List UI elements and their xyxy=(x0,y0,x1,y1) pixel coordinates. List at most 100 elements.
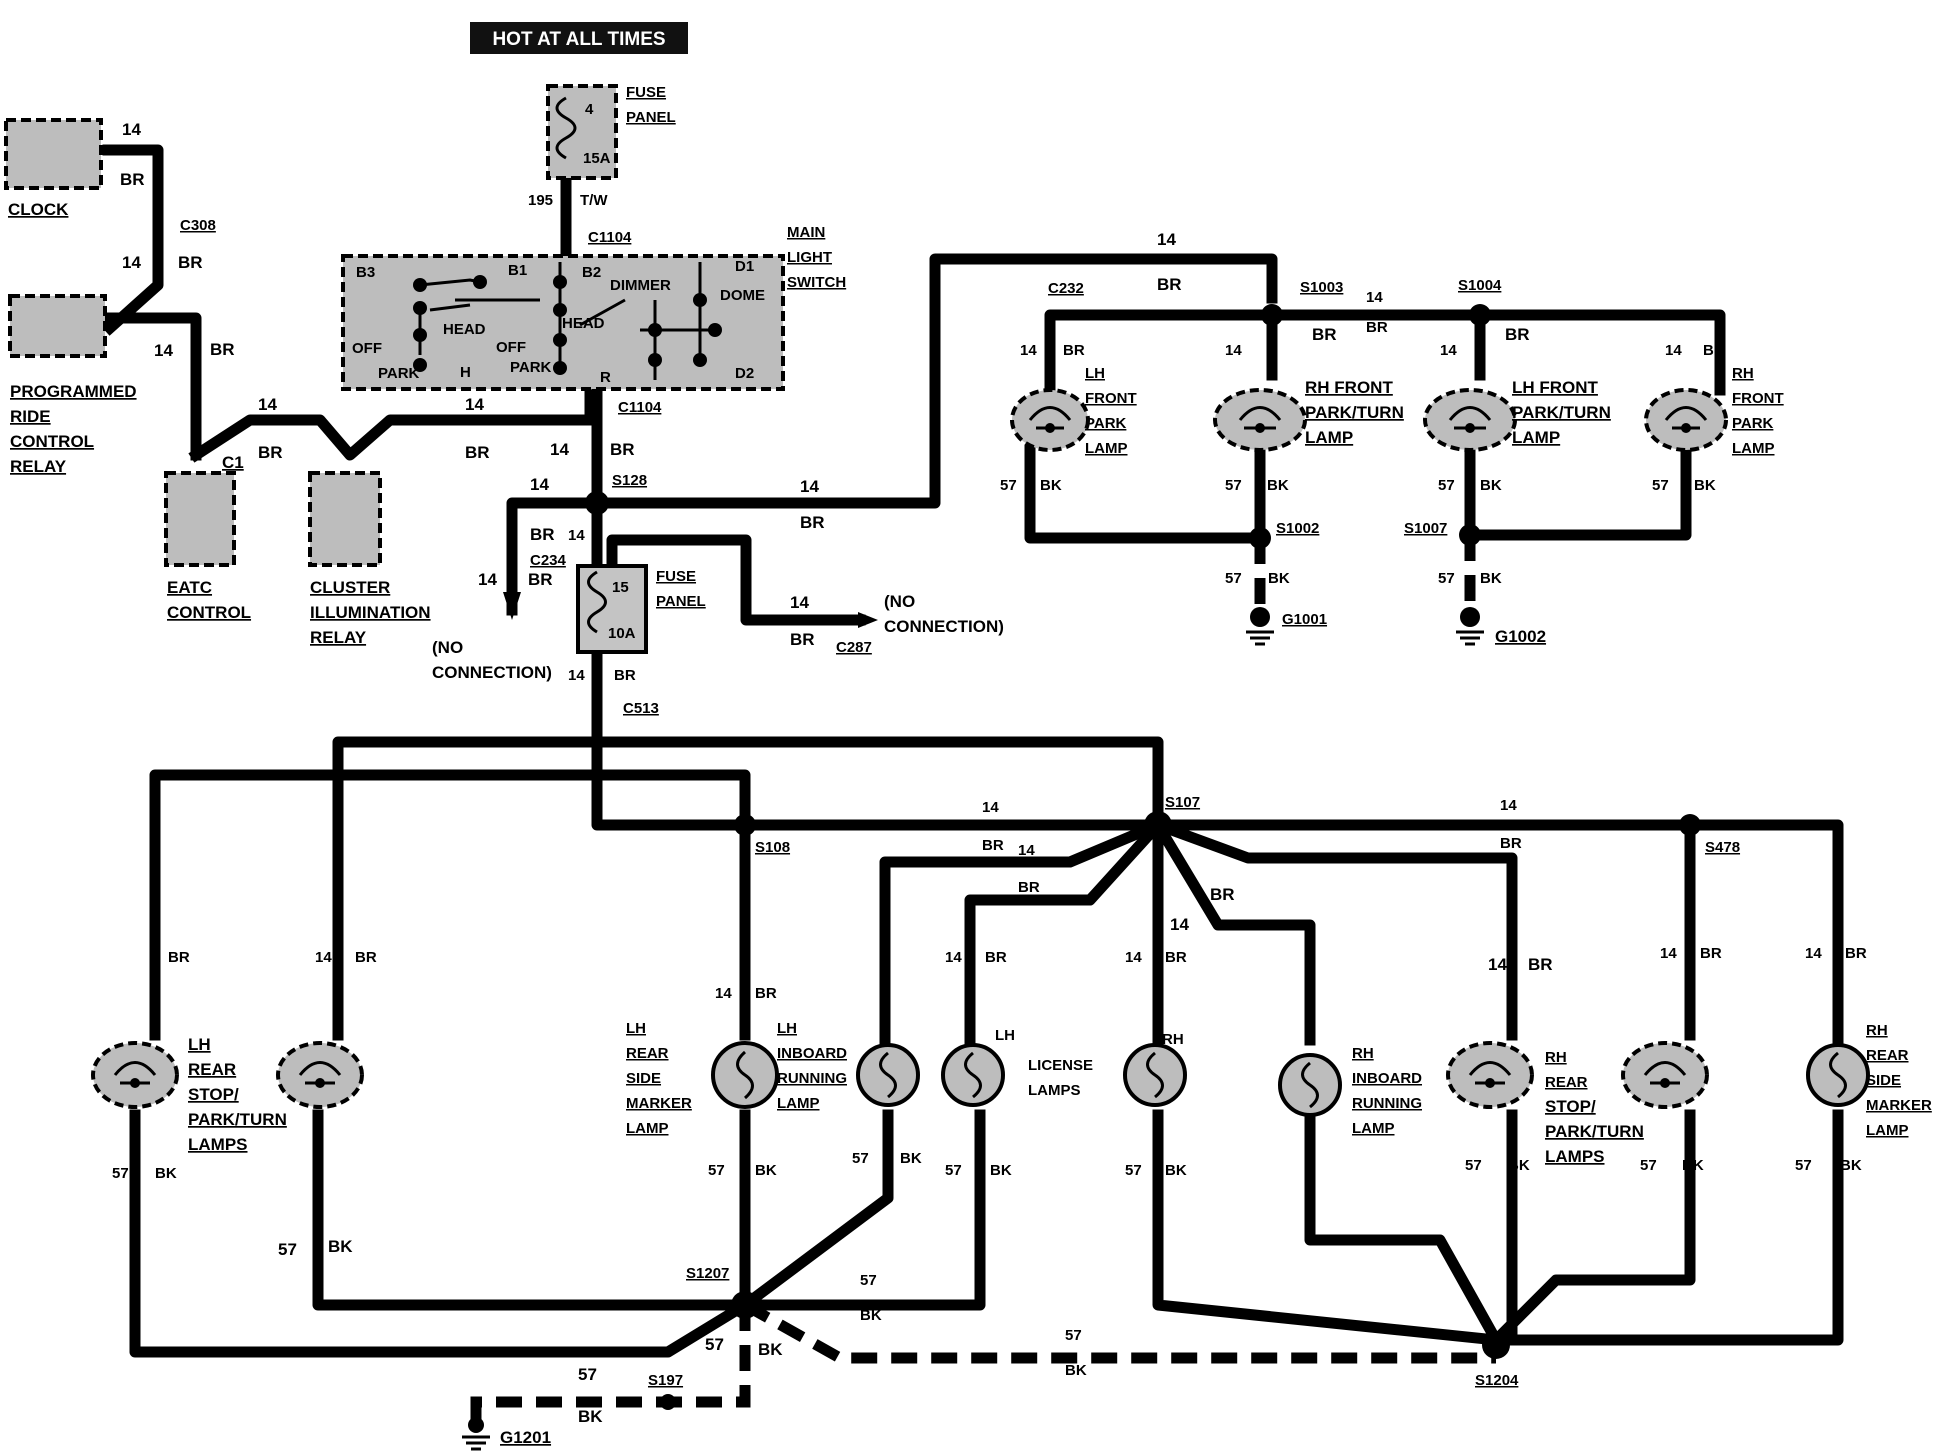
svg-text:CONTROL: CONTROL xyxy=(10,432,94,451)
svg-text:57: 57 xyxy=(1640,1157,1657,1174)
lh-inboard-running-lamp: LH INBOARD RUNNING LAMP xyxy=(777,1020,920,1112)
rh-rear-stop-lamp-outer xyxy=(1621,1041,1709,1109)
svg-text:14: 14 xyxy=(1500,797,1517,814)
svg-text:BR: BR xyxy=(1018,879,1040,896)
svg-text:REAR: REAR xyxy=(1545,1074,1588,1091)
svg-text:BK: BK xyxy=(1508,1157,1530,1174)
svg-text:S1207: S1207 xyxy=(686,1265,729,1282)
svg-text:BK: BK xyxy=(578,1407,603,1426)
svg-text:14: 14 xyxy=(1440,342,1457,359)
svg-text:RH: RH xyxy=(1866,1022,1888,1039)
svg-text:PARK: PARK xyxy=(1085,415,1127,432)
wires-top xyxy=(102,144,1278,711)
svg-text:57: 57 xyxy=(1065,1327,1082,1344)
rh-front-park-turn-lamp: RH FRONT PARK/TURN LAMP xyxy=(1213,378,1404,452)
svg-text:14: 14 xyxy=(982,799,999,816)
svg-text:BR: BR xyxy=(985,949,1007,966)
svg-text:14: 14 xyxy=(1170,915,1189,934)
svg-text:BK: BK xyxy=(1165,1162,1187,1179)
svg-text:HEAD: HEAD xyxy=(443,321,486,338)
svg-text:RUNNING: RUNNING xyxy=(1352,1095,1422,1112)
svg-text:MAIN: MAIN xyxy=(787,224,825,241)
cluster-illumination-relay-box: CLUSTER ILLUMINATION RELAY xyxy=(308,471,431,647)
svg-text:14: 14 xyxy=(530,475,549,494)
svg-text:LAMP: LAMP xyxy=(1352,1120,1395,1137)
prc-relay-box: PROGRAMMED RIDE CONTROL RELAY xyxy=(8,294,137,476)
svg-text:57: 57 xyxy=(1652,477,1669,494)
splice-s1207 xyxy=(731,1291,759,1319)
svg-text:14: 14 xyxy=(154,341,173,360)
svg-text:BK: BK xyxy=(900,1150,922,1167)
svg-text:57: 57 xyxy=(1225,477,1242,494)
svg-text:14: 14 xyxy=(1660,945,1677,962)
svg-text:4: 4 xyxy=(585,101,594,118)
svg-text:CONTROL: CONTROL xyxy=(167,603,251,622)
svg-text:LAMP: LAMP xyxy=(626,1120,669,1137)
svg-text:BK: BK xyxy=(155,1165,177,1182)
lh-rear-stop-lamp-inner: LH REAR STOP/ PARK/TURN LAMPS xyxy=(188,1035,364,1154)
svg-text:R: R xyxy=(600,369,611,386)
svg-text:INBOARD: INBOARD xyxy=(777,1045,847,1062)
hot-at-all-times-banner: HOT AT ALL TIMES xyxy=(470,22,688,54)
svg-text:57: 57 xyxy=(1438,477,1455,494)
ground-g1002-symbol xyxy=(1456,607,1484,646)
svg-text:FRONT: FRONT xyxy=(1085,390,1137,407)
splice-s478 xyxy=(1679,814,1701,836)
svg-text:PARK/TURN: PARK/TURN xyxy=(1305,403,1404,422)
svg-text:LAMPS: LAMPS xyxy=(188,1135,248,1154)
svg-text:LAMP: LAMP xyxy=(1085,440,1128,457)
svg-text:B2: B2 xyxy=(582,264,601,281)
svg-text:BR: BR xyxy=(1505,325,1530,344)
svg-text:BR: BR xyxy=(614,667,636,684)
splice-s128 xyxy=(585,491,609,515)
svg-text:LICENSE: LICENSE xyxy=(1028,1057,1093,1074)
splice-s1003 xyxy=(1261,304,1283,326)
svg-text:LH: LH xyxy=(995,1027,1015,1044)
svg-text:H: H xyxy=(460,364,471,381)
svg-text:14: 14 xyxy=(1157,230,1176,249)
splice-s1204 xyxy=(1482,1331,1510,1359)
svg-text:BK: BK xyxy=(328,1237,353,1256)
svg-text:14: 14 xyxy=(315,949,332,966)
svg-text:57: 57 xyxy=(578,1365,597,1384)
svg-text:195: 195 xyxy=(528,192,553,209)
svg-text:LAMPS: LAMPS xyxy=(1028,1082,1081,1099)
svg-text:CONNECTION): CONNECTION) xyxy=(432,663,552,682)
svg-text:LAMPS: LAMPS xyxy=(1545,1147,1605,1166)
svg-text:RELAY: RELAY xyxy=(310,628,367,647)
main-light-switch: B3 B1 B2 D1 D2 R H DIMMER DOME HEAD HEAD… xyxy=(341,224,846,391)
svg-text:C1: C1 xyxy=(222,453,244,472)
svg-text:LH: LH xyxy=(188,1035,211,1054)
svg-text:RH FRONT: RH FRONT xyxy=(1305,378,1393,397)
svg-text:57: 57 xyxy=(1465,1157,1482,1174)
svg-text:BR: BR xyxy=(1210,885,1235,904)
svg-text:BR: BR xyxy=(355,949,377,966)
svg-text:BR: BR xyxy=(610,440,635,459)
svg-text:RH: RH xyxy=(1162,1031,1184,1048)
svg-text:LAMP: LAMP xyxy=(777,1095,820,1112)
svg-text:DIMMER: DIMMER xyxy=(610,277,671,294)
svg-text:BR: BR xyxy=(1165,949,1187,966)
svg-text:57: 57 xyxy=(852,1150,869,1167)
splice-s197 xyxy=(660,1394,676,1410)
svg-text:14: 14 xyxy=(1805,945,1822,962)
svg-text:C232: C232 xyxy=(1048,280,1084,297)
lh-rear-side-marker-lamp: LH REAR SIDE MARKER LAMP xyxy=(626,1020,779,1137)
svg-text:HOT AT ALL TIMES: HOT AT ALL TIMES xyxy=(492,29,665,50)
svg-text:G1001: G1001 xyxy=(1282,611,1327,628)
svg-text:BR: BR xyxy=(1528,955,1553,974)
svg-text:(NO: (NO xyxy=(432,638,463,657)
svg-text:S1007: S1007 xyxy=(1404,520,1447,537)
svg-text:CLUSTER: CLUSTER xyxy=(310,578,390,597)
svg-text:BK: BK xyxy=(1682,1157,1704,1174)
svg-text:14: 14 xyxy=(1488,955,1507,974)
splice-s1004 xyxy=(1469,304,1491,326)
svg-text:14: 14 xyxy=(122,253,141,272)
svg-text:BR: BR xyxy=(120,170,145,189)
svg-text:BR: BR xyxy=(1700,945,1722,962)
svg-text:RH: RH xyxy=(1352,1045,1374,1062)
svg-text:BR: BR xyxy=(1366,319,1388,336)
svg-text:SIDE: SIDE xyxy=(626,1070,661,1087)
